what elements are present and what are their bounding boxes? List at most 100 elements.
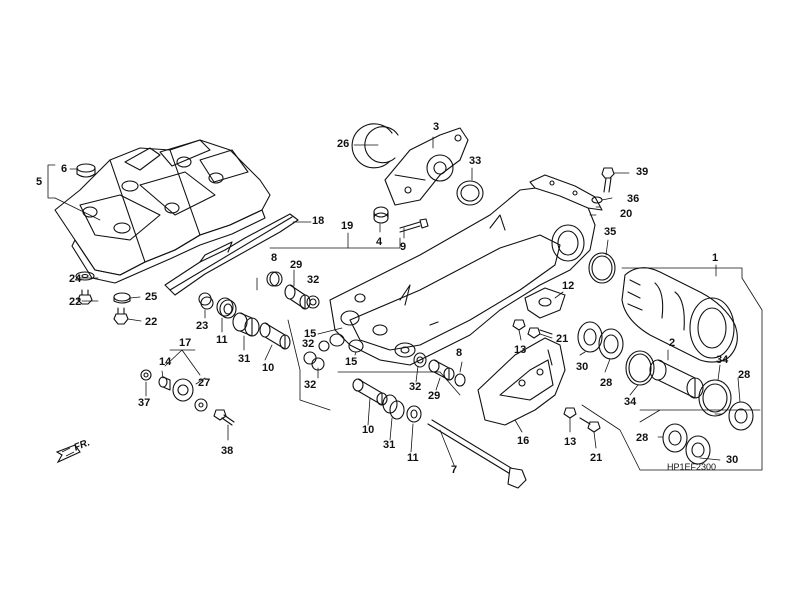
oring-34-right-part <box>698 379 732 417</box>
seal-8-upper-part <box>266 271 283 287</box>
callout-label-32-mid: 32 <box>302 338 315 350</box>
callout-label-19: 19 <box>341 220 354 232</box>
callout-label-14: 14 <box>159 356 172 368</box>
callout-label-32-lower: 32 <box>304 379 317 391</box>
chain-guide-16-part <box>477 337 566 426</box>
callout-label-23: 23 <box>196 320 209 332</box>
spacer-tube-2-part <box>649 359 704 399</box>
callout-label-9: 9 <box>400 241 407 253</box>
bolt-22-lower-part <box>113 307 129 325</box>
callout-label-37: 37 <box>138 397 151 409</box>
drawing-code: HP1EF2300 <box>667 462 717 472</box>
callout-label-20: 20 <box>620 208 633 220</box>
washer-24-part <box>75 271 95 281</box>
bearing-28-right-part <box>728 401 754 431</box>
callout-label-36: 36 <box>627 193 640 205</box>
callout-label-21-lower: 21 <box>590 452 603 464</box>
bolt-9-part <box>399 218 429 233</box>
bearing-31-lower-part <box>382 394 405 420</box>
callout-label-4: 4 <box>376 236 383 248</box>
seal-11-left-part <box>216 297 237 319</box>
callout-label-28-lower: 28 <box>636 432 649 444</box>
callout-label-13-lower: 13 <box>564 436 577 448</box>
callout-label-15-left: 15 <box>304 328 317 340</box>
collar-37-part <box>140 369 152 381</box>
callout-label-27: 27 <box>198 377 211 389</box>
circlip-26-part <box>351 123 399 169</box>
callout-label-32-right: 32 <box>409 381 422 393</box>
callout-label-38: 38 <box>221 445 234 457</box>
callout-label-17: 17 <box>179 337 192 349</box>
bearing-28-left-part <box>598 328 624 360</box>
callout-label-5: 5 <box>36 176 43 188</box>
collar-32-upper-part <box>306 295 320 309</box>
callout-label-32-upper: 32 <box>307 274 320 286</box>
callout-label-31-left: 31 <box>238 353 251 365</box>
callout-label-39: 39 <box>636 166 649 178</box>
bolt-21-lower-part <box>579 417 601 433</box>
oring-34-left-part <box>625 350 655 386</box>
callout-label-15-right: 15 <box>345 356 358 368</box>
bolt-22-left-part <box>77 289 93 305</box>
collar-4-part <box>373 206 389 224</box>
callout-label-29-lower: 29 <box>428 390 441 402</box>
nut-25-part <box>113 292 131 304</box>
callout-label-11-lower: 11 <box>407 452 419 464</box>
callout-label-22-lower: 22 <box>145 316 158 328</box>
callout-label-8-lower: 8 <box>456 347 463 359</box>
callout-label-30-lower: 30 <box>726 454 739 466</box>
callout-label-26: 26 <box>337 138 350 150</box>
callout-label-16: 16 <box>517 435 530 447</box>
bolt-13-upper-part <box>512 319 526 331</box>
bearing-29-upper-part <box>284 284 311 310</box>
chain-slider-part <box>164 213 299 296</box>
callout-label-12: 12 <box>562 280 575 292</box>
collar-32-right-part <box>413 352 427 368</box>
bolt-23-part <box>198 292 214 310</box>
callout-label-8-upper: 8 <box>271 252 278 264</box>
bearing-28-lower-part <box>662 423 688 453</box>
callout-label-24: 24 <box>69 273 82 285</box>
bearing-17-part <box>172 378 194 402</box>
callout-label-21-upper: 21 <box>556 333 569 345</box>
seal-33-part <box>456 180 484 206</box>
callout-label-7: 7 <box>451 464 458 476</box>
callout-label-3: 3 <box>433 121 440 133</box>
callout-label-11-left: 11 <box>216 334 228 346</box>
callout-label-28-right: 28 <box>738 369 751 381</box>
bolt-38-part <box>213 409 235 426</box>
eccentric-hub-part <box>621 267 738 363</box>
callout-label-30-upper: 30 <box>576 361 589 373</box>
callout-label-25: 25 <box>145 291 158 303</box>
skid-plate-part <box>54 139 271 284</box>
callout-label-34-lower: 34 <box>624 396 637 408</box>
oring-35-part <box>588 252 616 284</box>
callout-label-28-left: 28 <box>600 377 613 389</box>
seal-11-lower-part <box>406 405 422 423</box>
caliper-bracket-part <box>384 127 469 206</box>
collar-14-part <box>158 376 171 391</box>
chain-guide-20-part <box>529 174 603 211</box>
bearing-31-left-part <box>232 312 260 337</box>
callout-label-6: 6 <box>61 163 68 175</box>
washer-27-part <box>194 398 208 412</box>
bearing-30-left-part <box>577 321 603 353</box>
callout-label-2: 2 <box>669 337 676 349</box>
bearing-29-lower-part <box>428 359 455 381</box>
callout-label-13-upper: 13 <box>514 344 527 356</box>
collar-10-left-part <box>259 322 291 350</box>
bearing-30-lower-part <box>685 435 711 465</box>
callout-label-29-upper: 29 <box>290 259 303 271</box>
front-direction-arrow-icon <box>55 444 81 464</box>
swingarm-part <box>329 184 596 366</box>
bolt-13-lower-part <box>563 407 577 419</box>
callout-label-10-left: 10 <box>262 362 275 374</box>
callout-label-35: 35 <box>604 226 617 238</box>
callout-label-34-upper: 34 <box>716 354 729 366</box>
pivot-bolt-7-part <box>427 419 527 489</box>
callout-label-33: 33 <box>469 155 482 167</box>
callout-label-18: 18 <box>312 215 325 227</box>
callout-label-1: 1 <box>712 252 719 264</box>
callout-label-10-lower: 10 <box>362 424 375 436</box>
